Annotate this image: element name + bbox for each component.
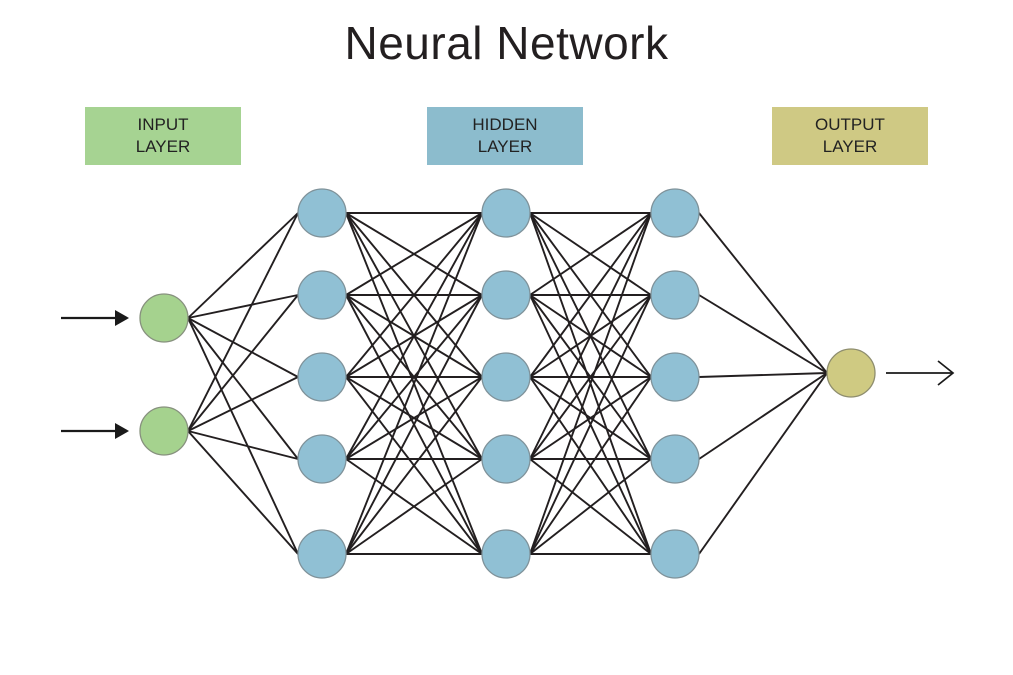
- edge-hidden-3-to-output: [698, 212, 828, 374]
- edge-hidden-1-to-hidden-2: [345, 212, 483, 296]
- edge-hidden-1-to-hidden-2: [345, 294, 483, 555]
- edge-input-to-hidden-1: [187, 212, 299, 432]
- input-layer-badge-line1: INPUT: [137, 115, 189, 134]
- edge-hidden-2-to-hidden-3: [529, 458, 652, 555]
- edge-hidden-2-to-hidden-3: [529, 212, 652, 555]
- hidden-2-node-5: [481, 529, 531, 579]
- edge-hidden-2-to-hidden-3: [529, 376, 652, 555]
- output-layer-badge-line2: LAYER: [822, 137, 878, 156]
- hidden-2-node-4: [481, 434, 531, 484]
- edge-input-to-hidden-1: [187, 212, 299, 319]
- input-node-2: [139, 406, 189, 456]
- edge-hidden-2-to-hidden-3: [529, 376, 652, 460]
- edge-input-to-hidden-1: [187, 317, 299, 378]
- edge-hidden-3-to-output: [698, 294, 828, 374]
- edge-hidden-2-to-hidden-3: [529, 212, 652, 460]
- edge-hidden-1-to-hidden-2: [345, 458, 483, 555]
- input-layer-badge: INPUT LAYER: [85, 107, 241, 165]
- hidden-1-node-3: [297, 352, 347, 402]
- hidden-layer-badge-line2: LAYER: [477, 137, 533, 156]
- edge-hidden-2-to-hidden-3: [529, 212, 652, 296]
- output-node-1: [826, 348, 876, 398]
- hidden-1-node-1: [297, 188, 347, 238]
- hidden-2-node-1: [481, 188, 531, 238]
- input-layer-badge-line2: LAYER: [135, 137, 191, 156]
- hidden-3-node-4: [650, 434, 700, 484]
- edge-hidden-1-to-hidden-2: [345, 212, 483, 460]
- output-layer-badge: OUTPUT LAYER: [772, 107, 928, 165]
- hidden-layer-badge-line1: HIDDEN: [472, 115, 538, 134]
- hidden-2-node-2: [481, 270, 531, 320]
- edge-input-to-hidden-1: [187, 376, 299, 432]
- edge-input-to-hidden-1: [187, 294, 299, 319]
- input-arrowhead-icon: [115, 310, 129, 326]
- input-arrowhead-icon: [115, 423, 129, 439]
- edge-input-to-hidden-1: [187, 430, 299, 460]
- edge-hidden-3-to-output: [698, 372, 828, 460]
- edge-hidden-3-to-output: [698, 372, 828, 378]
- hidden-1-node-4: [297, 434, 347, 484]
- hidden-1-node-5: [297, 529, 347, 579]
- hidden-1-node-2: [297, 270, 347, 320]
- hidden-3-node-3: [650, 352, 700, 402]
- diagram-title: Neural Network: [344, 17, 669, 69]
- edge-hidden-1-to-hidden-2: [345, 376, 483, 460]
- edge-hidden-1-to-hidden-2: [345, 294, 483, 460]
- hidden-2-node-3: [481, 352, 531, 402]
- edge-hidden-1-to-hidden-2: [345, 212, 483, 555]
- hidden-3-node-1: [650, 188, 700, 238]
- edge-hidden-1-to-hidden-2: [345, 376, 483, 555]
- input-node-1: [139, 293, 189, 343]
- edge-hidden-3-to-output: [698, 372, 828, 555]
- output-layer-badge-line1: OUTPUT: [815, 115, 885, 134]
- edge-input-to-hidden-1: [187, 317, 299, 555]
- output-arrowhead-icon: [937, 360, 955, 386]
- hidden-3-node-2: [650, 270, 700, 320]
- edge-hidden-2-to-hidden-3: [529, 294, 652, 555]
- edge-input-to-hidden-1: [187, 430, 299, 555]
- edge-input-to-hidden-1: [187, 317, 299, 460]
- edge-hidden-2-to-hidden-3: [529, 294, 652, 460]
- edge-hidden-2-to-hidden-3: [529, 212, 652, 378]
- hidden-3-node-5: [650, 529, 700, 579]
- edge-input-to-hidden-1: [187, 294, 299, 432]
- edge-hidden-1-to-hidden-2: [345, 212, 483, 378]
- hidden-layer-badge: HIDDEN LAYER: [427, 107, 583, 165]
